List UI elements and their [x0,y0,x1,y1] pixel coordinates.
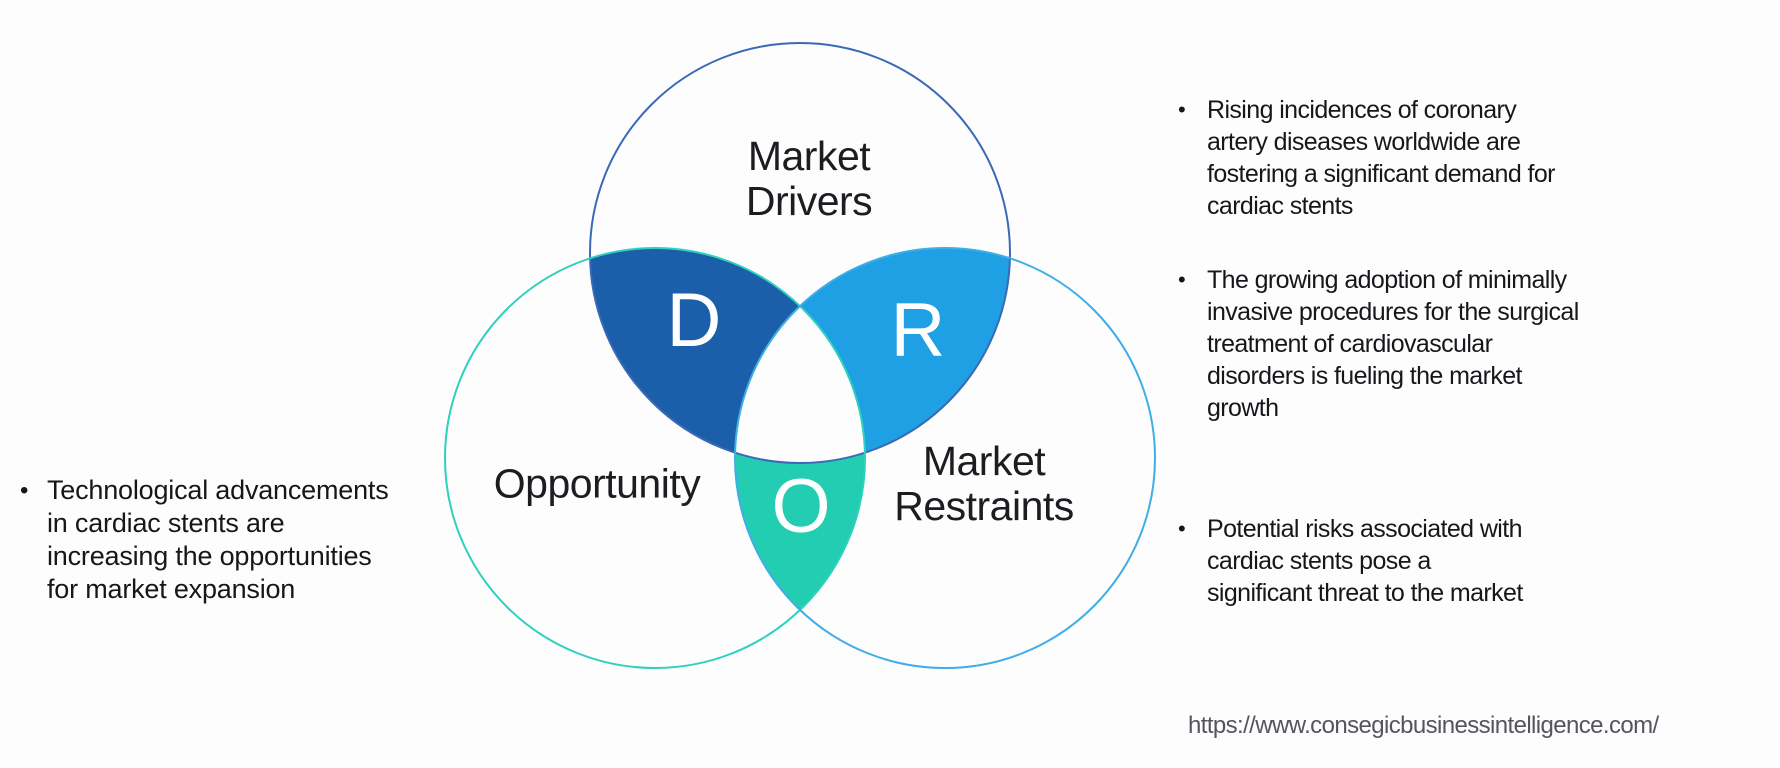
bullet-dot: • [1178,97,1186,122]
restraints-letter: R [890,288,946,373]
restraints-label: Market Restraints [894,438,1074,529]
opportunity-label: Opportunity [493,460,701,507]
bullet-dot: • [20,477,29,504]
restraints-circle-outline [734,247,1156,669]
note-text: Potential risks associated with cardiac … [1207,515,1523,607]
drivers-letter: D [666,278,722,363]
bullet-dot: • [1178,267,1186,292]
driver-note-1: • Rising incidences of coronary artery d… [1178,94,1555,222]
note-text: Technological advancements in cardiac st… [47,475,389,604]
bullet-dot: • [1178,516,1186,541]
note-text: Rising incidences of coronary artery dis… [1207,96,1555,220]
opportunity-circle-outline [444,247,866,669]
drivers-circle-outline [589,42,1011,464]
source-url: https://www.consegicbusinessintelligence… [1188,712,1659,739]
driver-note-2: • The growing adoption of minimally inva… [1178,264,1579,424]
note-text: The growing adoption of minimally invasi… [1207,266,1579,422]
opportunity-note: • Technological advancements in cardiac … [20,474,389,606]
restraint-note: • Potential risks associated with cardia… [1178,513,1523,609]
drivers-label: Market Drivers [745,133,873,224]
opportunity-letter: O [771,464,831,549]
